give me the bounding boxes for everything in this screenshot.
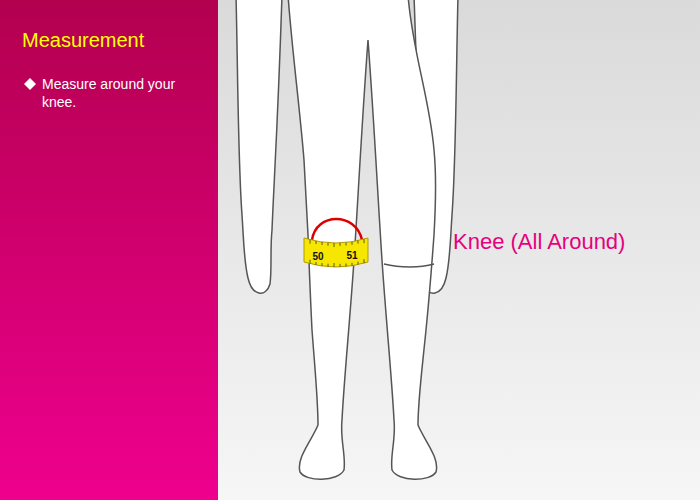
left-arm	[236, 0, 282, 293]
bullet-text: Measure around your knee.	[42, 75, 202, 111]
body-outline	[288, 0, 437, 479]
measuring-tape	[304, 238, 368, 267]
tape-number: 50	[312, 251, 323, 262]
callout-label: Knee (All Around)	[453, 229, 625, 255]
side-panel	[0, 0, 218, 500]
slide-title: Measurement	[22, 28, 144, 52]
tape-number: 51	[346, 250, 357, 261]
tape-loop	[312, 219, 362, 240]
tape-ticks	[310, 239, 364, 267]
knee-line	[384, 264, 434, 267]
bullet-diamond	[24, 78, 36, 90]
